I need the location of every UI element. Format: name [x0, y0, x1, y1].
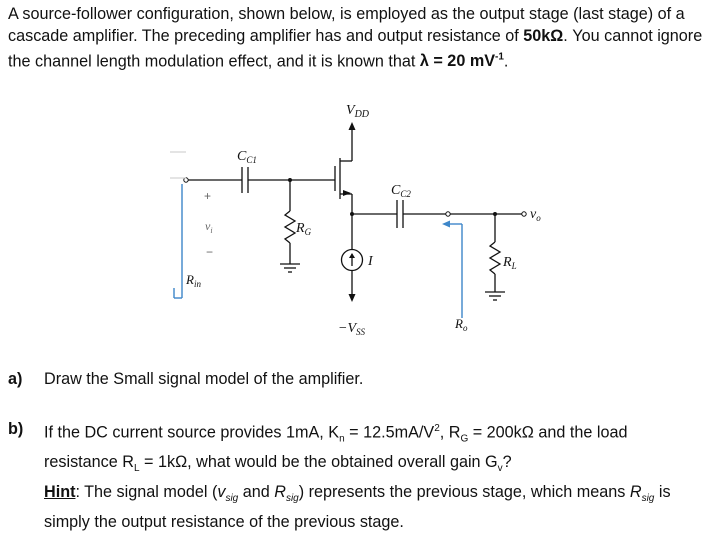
problem-statement: A source-follower configuration, shown b…	[8, 4, 720, 73]
vss-arrow-icon	[348, 294, 356, 302]
lambda-value: λ = 20 mV-1	[419, 52, 504, 71]
faint-marks	[170, 151, 186, 179]
intro-text-3: .	[503, 52, 509, 71]
vo-label: vo	[530, 207, 541, 223]
vi-label: vi	[205, 219, 213, 235]
rl-label: RL	[502, 255, 517, 271]
intro-text-2: . You cannot ignore the channel length m…	[8, 26, 703, 71]
question-a: a) Draw the Small signal model of the am…	[8, 368, 694, 391]
vss-label: −VSS	[338, 321, 366, 337]
current-label: I	[367, 254, 374, 269]
intro-text-1: A source-follower configuration, shown b…	[8, 5, 685, 45]
vdd-label: VDD	[346, 103, 370, 120]
ro-label: Ro	[454, 316, 468, 333]
output-resistance-value: 50kΩ	[523, 26, 564, 45]
minus-sign: −	[206, 245, 213, 259]
annotation-lines	[173, 184, 463, 318]
source-arrow-icon	[343, 190, 351, 196]
plus-sign: +	[204, 189, 211, 203]
question-a-label: a)	[8, 370, 23, 388]
hint-label: Hint	[44, 482, 76, 501]
question-a-text: Draw the Small signal model of the ampli…	[44, 370, 364, 388]
source-follower-circuit: VDD CC1 CC2 RG RL vo vi + − Rin Ro I −VS…	[170, 103, 541, 337]
question-b: b) If the DC current source provides 1mA…	[8, 418, 694, 533]
rin-label: Rin	[185, 272, 201, 289]
question-b-text: If the DC current source provides 1mA, K…	[44, 423, 671, 531]
cc1-label: CC1	[237, 149, 257, 165]
current-source-arrow-icon	[349, 253, 355, 258]
cc2-label: CC2	[391, 183, 411, 199]
question-b-label: b)	[8, 420, 24, 438]
ro-arrow-icon	[442, 220, 450, 228]
rg-label: RG	[295, 221, 312, 237]
